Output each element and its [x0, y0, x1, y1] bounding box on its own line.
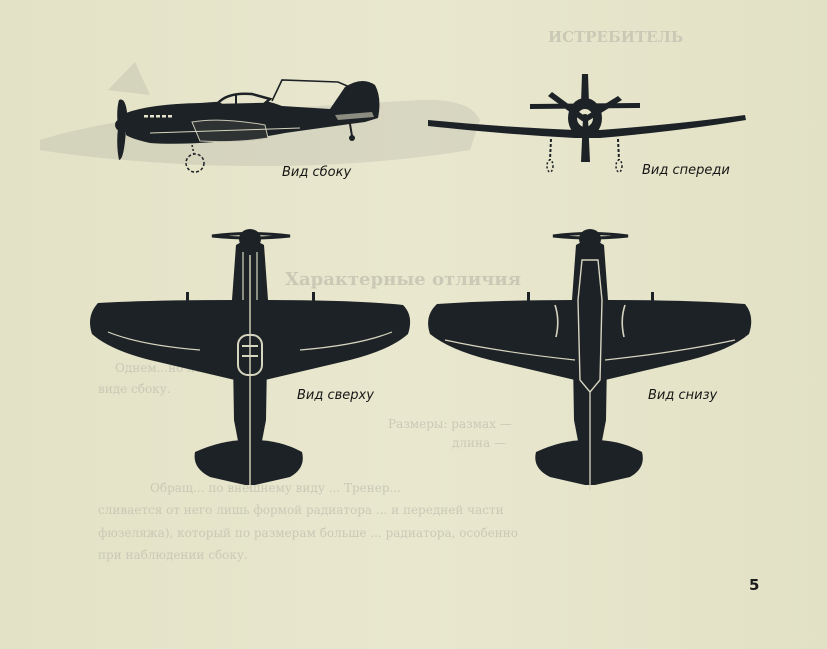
- bottom-view-aircraft: [428, 229, 752, 490]
- bleed-line-4: длина —: [452, 436, 506, 450]
- bleed-header: ИСТРЕБИТЕЛЬ: [548, 28, 683, 46]
- side-view-aircraft: [115, 79, 380, 173]
- page-number: 5: [749, 576, 760, 594]
- bleed-line-5: Обращ... по внешнему виду ... Тренер...: [150, 481, 401, 495]
- side-wheel-dashed: [185, 153, 205, 173]
- top-view-aircraft: [90, 229, 411, 490]
- bleed-line-6: сливается от него лишь формой радиатора …: [98, 503, 504, 517]
- front-view-aircraft: [428, 74, 746, 173]
- bottom-tailplane: [535, 440, 643, 485]
- caption-bottom: Вид снизу: [648, 388, 717, 403]
- bleed-heading: Характерные отличия: [285, 269, 521, 290]
- side-canopy: [215, 92, 273, 107]
- front-propeller: [548, 92, 622, 162]
- caption-side: Вид сбоку: [282, 165, 351, 180]
- bleed-line-8: при наблюдении сбоку.: [98, 548, 248, 562]
- bleed-line-3: Размеры: размах —: [388, 417, 512, 431]
- bleed-line-2: виде сбоку.: [98, 382, 171, 396]
- side-fuselage: [126, 80, 380, 144]
- top-tailplane: [194, 440, 303, 485]
- bottom-propeller: [552, 232, 629, 240]
- caption-top: Вид сверху: [297, 388, 374, 403]
- bottom-fuselage: [572, 240, 608, 462]
- top-propeller: [211, 232, 291, 240]
- caption-front: Вид спереди: [642, 163, 730, 178]
- front-wing: [428, 115, 746, 138]
- bleed-line-7: фюзеляжа), который по размерам больше ..…: [98, 526, 518, 540]
